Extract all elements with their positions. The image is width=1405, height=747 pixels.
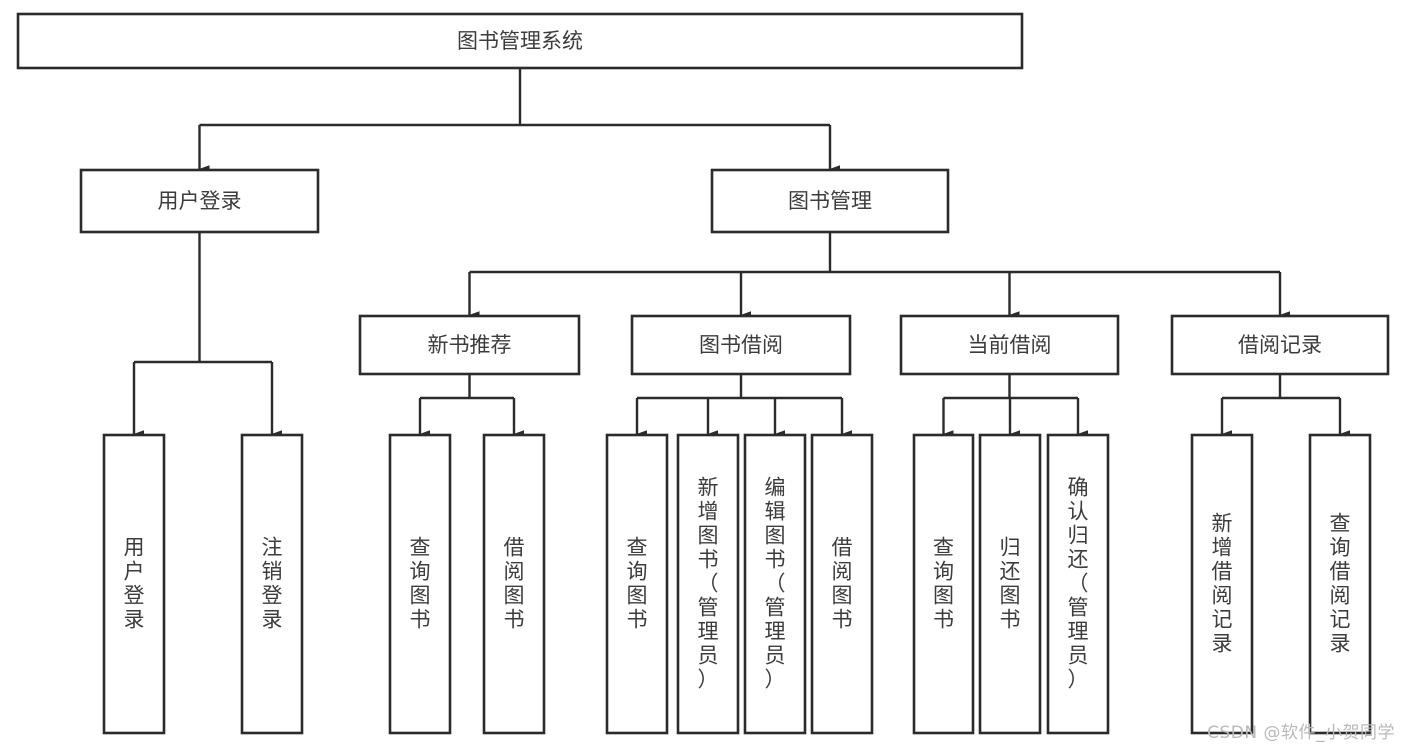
connector-lines xyxy=(132,68,1351,438)
node-label-leaf-edit-book: 编辑图书（管理员） xyxy=(765,476,786,692)
node-box-leaf-add-book xyxy=(676,433,740,735)
node-label-leaf-user-login: 用户登录 xyxy=(124,536,145,632)
node-box-book-borrow xyxy=(630,314,852,376)
node-label-book-manage: 图书管理 xyxy=(788,189,872,213)
node-label-new-book-rec: 新书推荐 xyxy=(428,333,512,357)
node-label-borrow-record: 借阅记录 xyxy=(1238,333,1322,357)
node-label-leaf-borrow-book-2: 借阅图书 xyxy=(832,536,853,632)
node-box-leaf-query-record xyxy=(1308,433,1372,735)
node-box-leaf-query-book-3 xyxy=(912,433,975,735)
node-box-leaf-query-book-2 xyxy=(605,433,669,735)
node-box-leaf-user-login xyxy=(102,433,166,735)
node-box-leaf-add-record xyxy=(1190,433,1254,735)
node-label-leaf-confirm-return: 确认归还（管理员） xyxy=(1068,476,1089,692)
node-box-new-book-rec xyxy=(358,314,581,376)
node-label-leaf-query-record: 查询借阅记录 xyxy=(1330,512,1351,656)
node-label-current-borrow: 当前借阅 xyxy=(968,333,1052,357)
node-box-leaf-return-book xyxy=(978,433,1042,735)
node-boxes: 图书管理系统用户登录图书管理新书推荐图书借阅当前借阅借阅记录用户登录注销登录查询… xyxy=(16,12,1390,735)
node-box-leaf-confirm-return xyxy=(1046,433,1110,735)
node-label-root: 图书管理系统 xyxy=(457,29,583,53)
node-label-leaf-add-record: 新增借阅记录 xyxy=(1212,512,1233,656)
node-label-leaf-add-book: 新增图书（管理员） xyxy=(698,476,719,692)
node-label-user-login: 用户登录 xyxy=(158,189,242,213)
node-box-leaf-edit-book xyxy=(743,433,807,735)
node-label-leaf-borrow-book-1: 借阅图书 xyxy=(504,536,525,632)
node-label-leaf-query-book-3: 查询图书 xyxy=(933,536,954,632)
node-box-current-borrow xyxy=(899,314,1120,376)
node-box-leaf-borrow-book-2 xyxy=(810,433,874,735)
node-label-leaf-query-book-2: 查询图书 xyxy=(627,536,648,632)
node-box-user-login xyxy=(79,168,320,234)
node-box-leaf-borrow-book-1 xyxy=(482,433,546,735)
node-box-book-manage xyxy=(710,168,950,234)
node-label-book-borrow: 图书借阅 xyxy=(699,333,783,357)
node-box-leaf-query-book-1 xyxy=(388,433,452,735)
node-box-leaf-logout xyxy=(240,433,304,735)
node-label-leaf-return-book: 归还图书 xyxy=(1000,536,1021,632)
node-label-leaf-logout: 注销登录 xyxy=(262,536,283,632)
node-box-root xyxy=(16,12,1024,70)
node-label-leaf-query-book-1: 查询图书 xyxy=(410,536,431,632)
node-box-borrow-record xyxy=(1170,314,1390,376)
